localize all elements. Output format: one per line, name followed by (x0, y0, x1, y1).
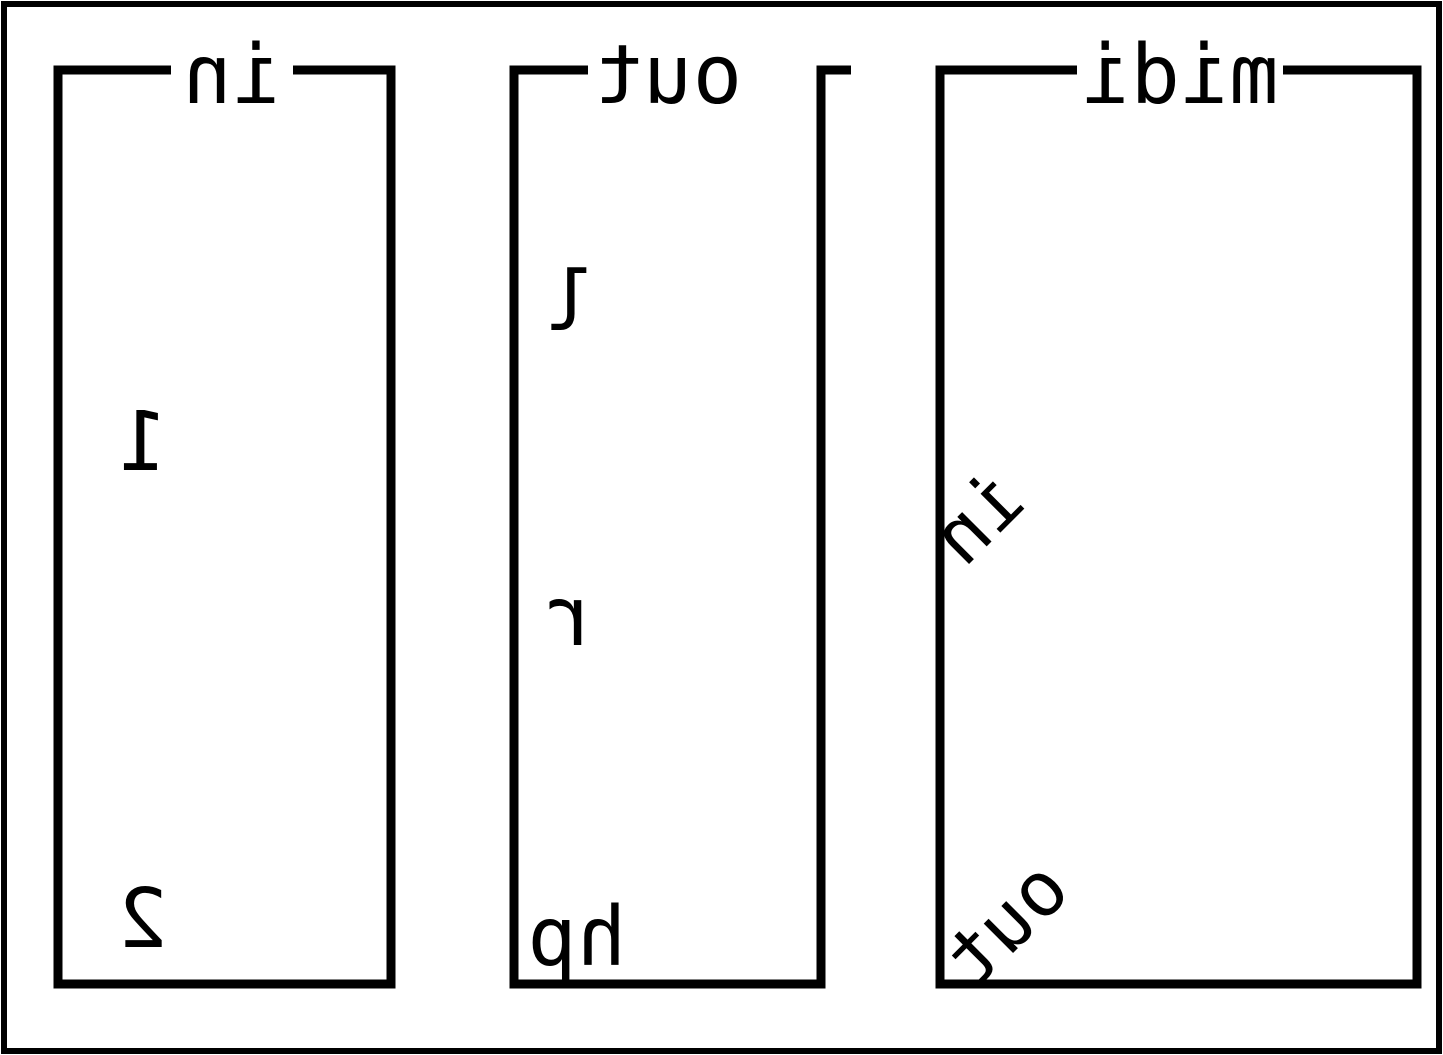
midi-out-port-label: out (926, 843, 1086, 1003)
out-r-port-label: r (546, 570, 595, 665)
in-2-port-label: 2 (118, 872, 167, 967)
in-panel-border (53, 65, 396, 989)
in-panel-title: in (183, 28, 282, 123)
out-panel: out l r hp (509, 28, 851, 989)
out-panel-border (509, 65, 851, 989)
out-l-port-label: l (543, 255, 592, 350)
mirrored-content: midi in out out l r hp in 1 2 (53, 28, 1422, 1003)
midi-panel-border (935, 65, 1422, 989)
midi-panel-title: midi (1081, 28, 1278, 123)
midi-panel: midi in out (914, 28, 1422, 1003)
midi-in-port-label: in (914, 454, 1042, 582)
out-hp-port-label: hp (528, 890, 627, 985)
out-panel-title: out (594, 28, 742, 123)
in-panel: in 1 2 (53, 28, 396, 989)
in-1-port-label: 1 (118, 395, 167, 490)
